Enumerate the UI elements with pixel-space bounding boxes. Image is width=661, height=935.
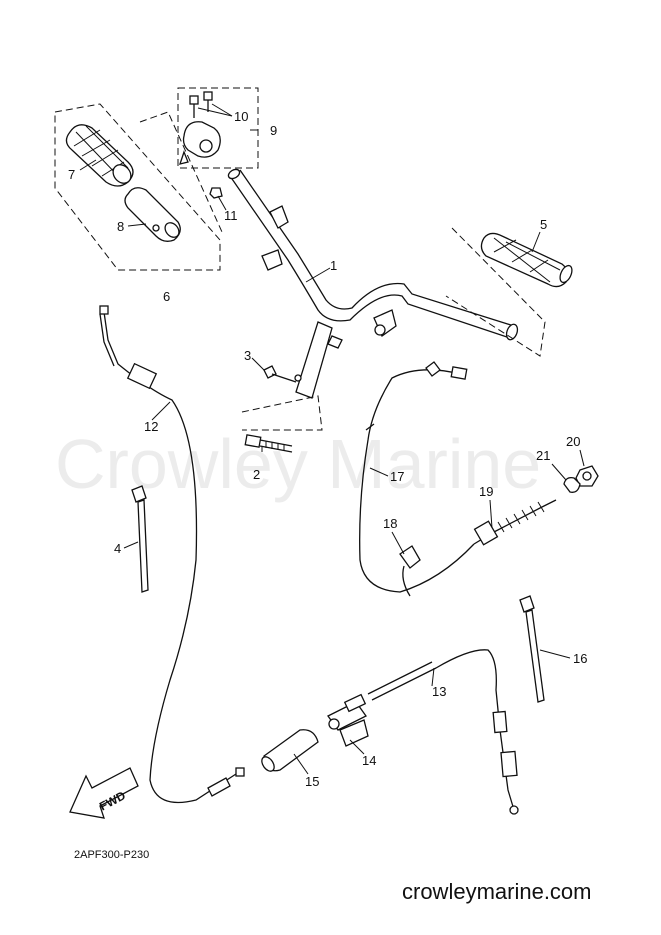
callout-11: 11 — [224, 208, 238, 223]
cable-junction-14 — [327, 693, 369, 747]
cable-boot-15 — [261, 729, 319, 772]
website-link[interactable]: crowleymarine.com — [402, 879, 592, 904]
throttle-grip — [124, 187, 181, 242]
callout-16: 16 — [573, 651, 587, 666]
callout-3: 3 — [244, 348, 251, 363]
switch-assembly — [179, 91, 221, 165]
callout-8: 8 — [117, 219, 124, 234]
callout-15: 15 — [305, 774, 319, 789]
callout-1: 1 — [330, 258, 337, 273]
handlebar — [227, 168, 519, 399]
bolt-2 — [244, 434, 293, 453]
callout-19: 19 — [479, 484, 493, 499]
group-box-5 — [445, 227, 546, 357]
callout-6: 6 — [163, 289, 170, 304]
callout-10: 10 — [234, 109, 248, 124]
brake-cable — [359, 361, 475, 593]
callout-13: 13 — [432, 684, 446, 699]
callout-18: 18 — [383, 516, 397, 531]
callout-17: 17 — [390, 469, 404, 484]
nut-11 — [209, 187, 223, 199]
watermark: Crowley Marine — [55, 425, 541, 503]
callout-20: 20 — [566, 434, 580, 449]
callout-12: 12 — [144, 419, 158, 434]
callout-4: 4 — [114, 541, 121, 556]
left-grip — [65, 124, 134, 187]
leader-lines — [79, 103, 585, 775]
callout-21: 21 — [536, 448, 550, 463]
screw-3 — [263, 365, 297, 383]
cable-13 — [367, 649, 519, 815]
right-grip — [480, 232, 573, 288]
callout-9: 9 — [270, 123, 277, 138]
nut-20 — [575, 465, 599, 487]
callout-2: 2 — [253, 467, 260, 482]
callout-5: 5 — [540, 217, 547, 232]
fwd-arrow: FWD — [69, 767, 139, 819]
group-box-6 — [54, 103, 221, 271]
cable-tie-4 — [131, 485, 149, 593]
cable-tie-16 — [519, 595, 545, 703]
group-box-9 — [177, 87, 259, 169]
throttle-cable — [99, 305, 245, 804]
reference-code: 2APF300-P230 — [74, 849, 149, 861]
group-box-2 — [241, 395, 323, 431]
clip-18 — [399, 545, 421, 597]
callout-14: 14 — [362, 753, 376, 768]
cable-19 — [473, 499, 557, 546]
callout-7: 7 — [68, 167, 75, 182]
